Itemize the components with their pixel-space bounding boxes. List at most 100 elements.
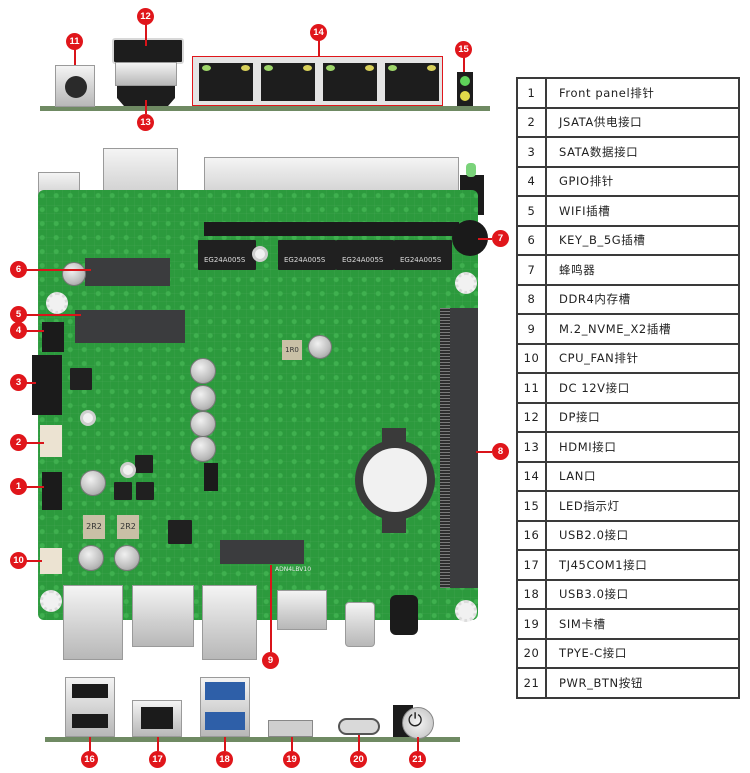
legend-label: DDR4内存槽 [545, 283, 740, 315]
legend-label: 蜂鸣器 [545, 254, 740, 286]
legend-number: 10 [516, 342, 547, 374]
legend-label: M.2_NVME_X2插槽 [545, 313, 740, 345]
marker-20: 20 [350, 751, 367, 768]
leader-line [26, 382, 36, 384]
legend-number: 6 [516, 224, 547, 256]
inductor-label: 2R2 [120, 522, 136, 531]
marker-3: 3 [10, 374, 27, 391]
usb3-port [200, 677, 250, 737]
marker-17: 17 [149, 751, 166, 768]
legend-label: TJ45COM1接口 [545, 549, 740, 581]
sata-data-port [32, 355, 62, 415]
lan-transformer: EG24A005S [394, 240, 452, 270]
legend-number: 21 [516, 667, 547, 699]
lan-transformer: EG24A005S [198, 240, 256, 270]
led-yellow [241, 65, 250, 71]
m2-keyb-slot [85, 258, 170, 286]
capacitor [78, 545, 104, 571]
lan-port [199, 63, 253, 101]
legend-number: 7 [516, 254, 547, 286]
usb2-port [65, 677, 115, 737]
inductor: 2R2 [83, 515, 105, 539]
pwr-btn: ⏻ [402, 707, 434, 739]
silk-model-label: ADN4LBV10 [275, 566, 312, 573]
marker-10: 10 [10, 552, 27, 569]
legend-label: WIFI插槽 [545, 195, 740, 227]
mounting-hole [455, 600, 477, 622]
capacitor [190, 411, 216, 437]
typec-board [345, 602, 375, 647]
marker-11: 11 [66, 33, 83, 50]
leader-line [89, 737, 91, 751]
capacitor [62, 262, 86, 286]
marker-5: 5 [10, 306, 27, 323]
chip-part-label: EG24A005S [400, 256, 442, 264]
leader-line [145, 24, 147, 46]
marker-21: 21 [409, 751, 426, 768]
legend-number: 4 [516, 165, 547, 197]
leader-line [358, 735, 360, 751]
legend-number: 12 [516, 401, 547, 433]
lan-transformer: EG24A005S [278, 240, 336, 270]
controller-chip [168, 520, 192, 544]
capacitor [308, 335, 332, 359]
usb3-port-board [202, 585, 257, 660]
legend-number: 1 [516, 77, 547, 109]
marker-6: 6 [10, 261, 27, 278]
sata-power-port [40, 425, 62, 457]
mosfet [136, 482, 154, 500]
leader-line [318, 40, 320, 56]
marker-19: 19 [283, 751, 300, 768]
leader-line [463, 57, 465, 72]
capacitor [190, 358, 216, 384]
legend-label: LED指示灯 [545, 490, 740, 522]
hdmi-port [117, 86, 175, 106]
marker-14: 14 [310, 24, 327, 41]
marker-7: 7 [492, 230, 509, 247]
leader-line [417, 737, 419, 751]
m2-nvme-slot [220, 540, 304, 564]
chip-part-label: EG24A005S [342, 256, 384, 264]
legend-label: USB2.0接口 [545, 519, 740, 551]
legend-number: 5 [516, 195, 547, 227]
typec-port [338, 718, 380, 735]
legend-number: 3 [516, 136, 547, 168]
leader-line [26, 269, 91, 271]
ic-chip [135, 455, 153, 473]
capacitor [190, 436, 216, 462]
leader-line [74, 49, 76, 65]
chip-part-label: EG24A005S [204, 256, 246, 264]
ic-chip [70, 368, 92, 390]
legend-label: LAN口 [545, 460, 740, 492]
legend-label: TPYE-C接口 [545, 637, 740, 669]
legend-label: GPIO排针 [545, 165, 740, 197]
legend-label: HDMI接口 [545, 431, 740, 463]
standoff [120, 462, 136, 478]
marker-13: 13 [137, 114, 154, 131]
standoff [252, 246, 268, 262]
leader-line [224, 737, 226, 751]
cmos-battery [363, 448, 427, 512]
legend-number: 14 [516, 460, 547, 492]
mounting-hole [40, 590, 62, 612]
legend-number: 15 [516, 490, 547, 522]
led-lens [466, 163, 476, 177]
legend-number: 18 [516, 578, 547, 610]
leader-line [291, 737, 293, 751]
legend-label: USB3.0接口 [545, 578, 740, 610]
ddr4-slot [440, 308, 478, 588]
